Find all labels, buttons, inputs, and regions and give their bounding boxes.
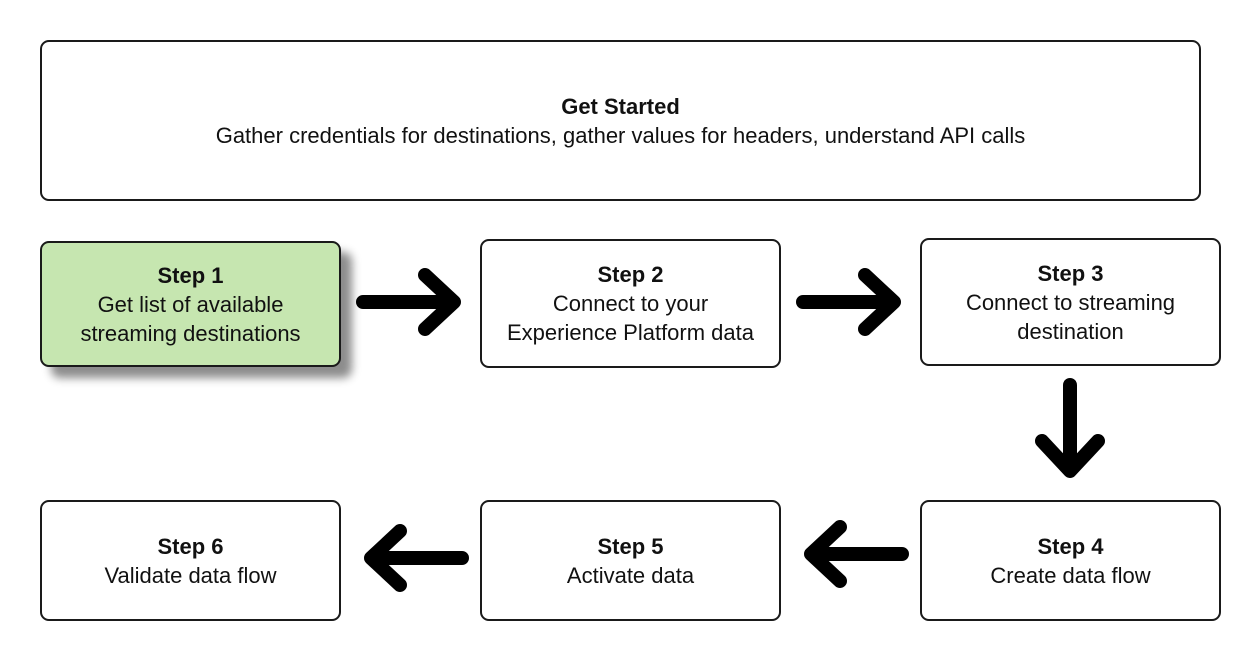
- step-3-title: Step 3: [1037, 260, 1104, 286]
- step-3-text-line-2: destination: [1017, 318, 1124, 344]
- step-2-text-line-2: Experience Platform data: [506, 320, 755, 345]
- step-4-text-line-1: Create data flow: [990, 562, 1151, 588]
- step-1-box[interactable]: Step 1 Get list of available streaming d…: [40, 241, 341, 367]
- step-3-text-line-1: Connect to streaming: [965, 289, 1176, 315]
- step-5-box[interactable]: Step 5 Activate data: [480, 500, 781, 621]
- arrow-left-icon: [804, 520, 909, 588]
- step-1-text-line-2: streaming destinations: [80, 320, 301, 346]
- step-1-title: Step 1: [157, 262, 224, 288]
- get-started-box: Get Started Gather credentials for desti…: [40, 40, 1201, 201]
- arrow-left-icon: [364, 524, 469, 592]
- get-started-text: Gather credentials for destinations, gat…: [215, 122, 1026, 148]
- step-1-text-line-1: Get list of available: [97, 291, 284, 317]
- arrow-right-icon: [796, 268, 901, 336]
- step-6-title: Step 6: [157, 533, 224, 559]
- arrow-down-icon: [1035, 378, 1105, 478]
- step-4-box[interactable]: Step 4 Create data flow: [920, 500, 1221, 621]
- step-2-box[interactable]: Step 2 Connect to your Experience Platfo…: [480, 239, 781, 368]
- get-started-title: Get Started: [561, 93, 680, 119]
- step-3-box[interactable]: Step 3 Connect to streaming destination: [920, 238, 1221, 366]
- arrow-right-icon: [356, 268, 461, 336]
- step-6-box[interactable]: Step 6 Validate data flow: [40, 500, 341, 621]
- step-6-text-line-1: Validate data flow: [104, 562, 277, 588]
- step-2-title: Step 2: [597, 262, 664, 287]
- step-5-text-line-1: Activate data: [566, 562, 695, 588]
- step-5-title: Step 5: [597, 533, 664, 559]
- step-2-text-line-1: Connect to your: [552, 291, 709, 316]
- step-4-title: Step 4: [1037, 533, 1104, 559]
